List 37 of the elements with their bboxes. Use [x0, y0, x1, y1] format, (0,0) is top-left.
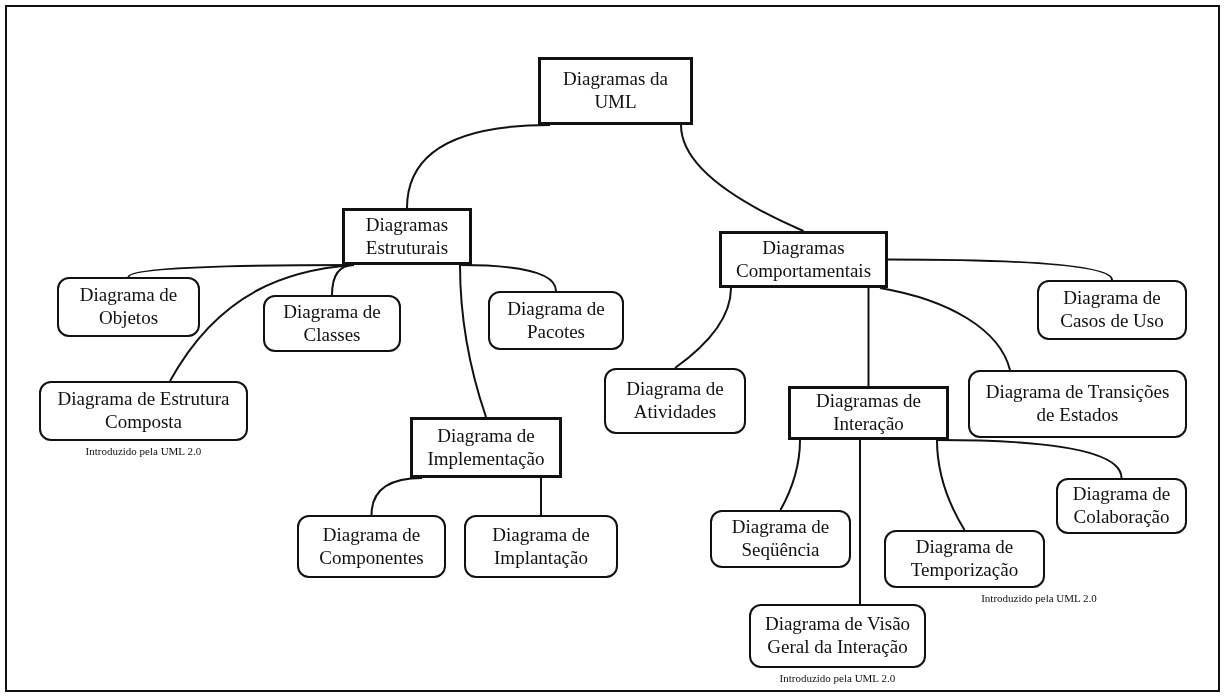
category-box: Diagramas Estruturais: [342, 208, 472, 265]
category-box: Diagramas da UML: [538, 57, 693, 125]
diagram-box: Diagrama de Visão Geral da Interação: [749, 604, 926, 668]
connector-line: [674, 287, 732, 369]
connector-line: [936, 439, 966, 531]
diagram-box: Diagrama de Implantação: [464, 515, 618, 578]
connector-line: [459, 264, 557, 292]
connector-line: [331, 264, 355, 296]
connector-line: [887, 258, 1113, 281]
connector-line: [859, 439, 861, 605]
connector-line: [936, 439, 1123, 479]
diagram-box: Diagrama de Classes: [263, 295, 401, 352]
diagram-box: Diagrama de Atividades: [604, 368, 746, 434]
diagram-box: Diagrama de Transições de Estados: [968, 370, 1187, 438]
category-box: Diagrama de Implementação: [410, 417, 562, 478]
diagram-box: Diagrama de Seqüência: [710, 510, 851, 568]
connector-line: [867, 287, 870, 387]
connector-line: [459, 264, 487, 418]
connector-line: [540, 477, 542, 516]
note-text: Introduzido pela UML 2.0: [981, 592, 1097, 604]
connector-line: [370, 477, 423, 516]
diagram-box: Diagrama de Componentes: [297, 515, 446, 578]
connector-line: [779, 439, 801, 511]
category-box: Diagramas de Interação: [788, 386, 949, 440]
diagram-box: Diagrama de Pacotes: [488, 291, 624, 350]
category-box: Diagramas Comportamentais: [719, 231, 888, 288]
connector-line: [879, 287, 1011, 371]
connector-line: [406, 124, 551, 209]
diagram-box: Diagrama de Temporização: [884, 530, 1045, 588]
connector-line: [680, 124, 805, 232]
connector-line: [169, 264, 353, 382]
diagram-box: Diagrama de Estrutura Composta: [39, 381, 248, 441]
note-text: Introduzido pela UML 2.0: [85, 445, 202, 457]
diagram-box: Diagrama de Colaboração: [1056, 478, 1187, 534]
diagram-box: Diagrama de Objetos: [57, 277, 200, 337]
note-text: Introduzido pela UML 2.0: [779, 672, 896, 684]
diagram-box: Diagrama de Casos de Uso: [1037, 280, 1187, 340]
